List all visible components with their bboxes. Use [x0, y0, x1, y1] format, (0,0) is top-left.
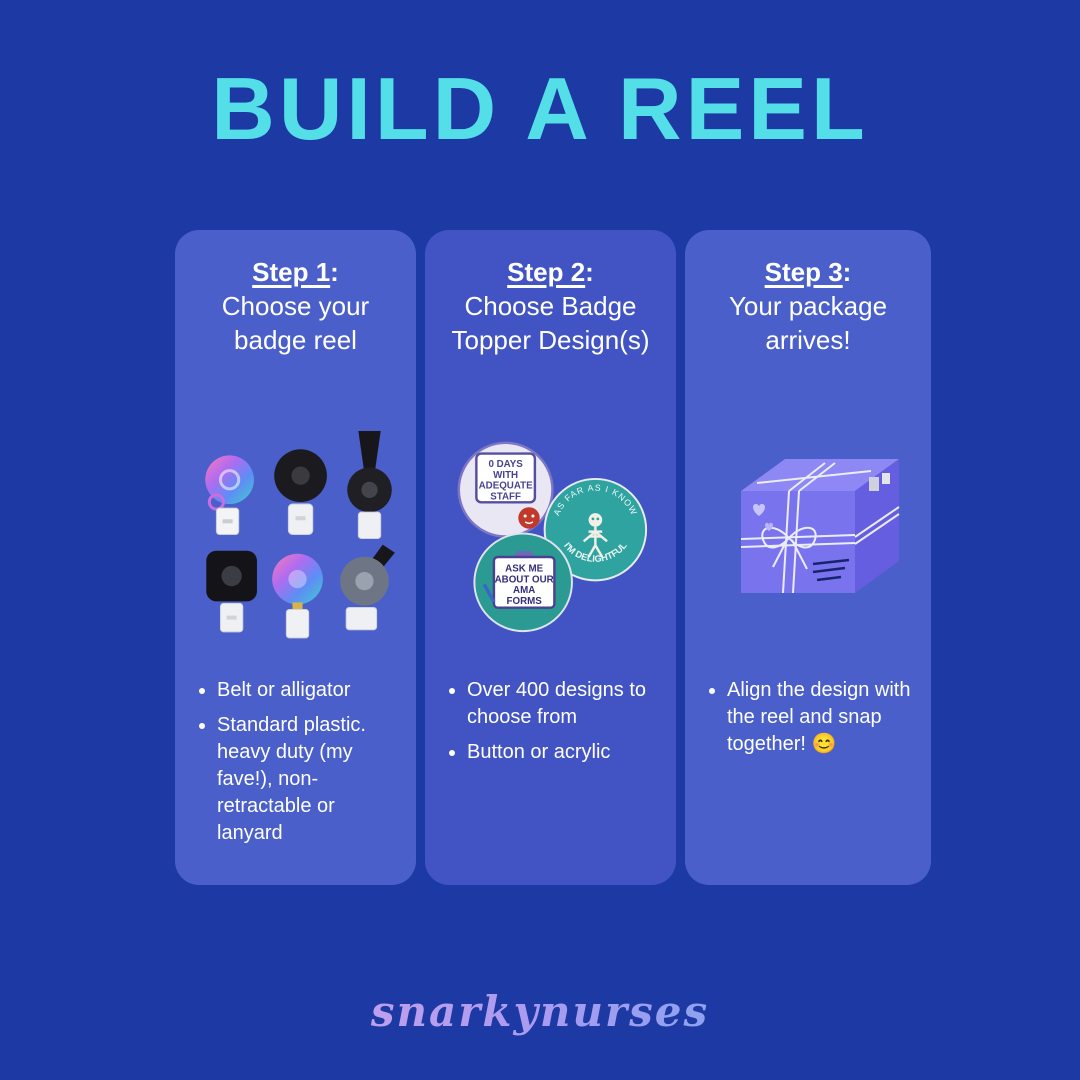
- step-2-label-text: Step 2: [507, 257, 586, 287]
- step-card-3: Step 3: Your package arrives!: [685, 230, 931, 885]
- step-3-label: Step 3:: [765, 257, 852, 287]
- pen-icon: [482, 582, 496, 603]
- list-item: Standard plastic. heavy duty (my fave!),…: [217, 712, 398, 847]
- step-2-art: 0 DAYS WITH ADEQUATE STAFF: [443, 408, 658, 663]
- list-item: Belt or alligator: [217, 677, 398, 704]
- badge-delightful: AS FAR AS I KNOW: [543, 477, 648, 581]
- badge-adequate-line: STAFF: [490, 491, 521, 502]
- list-item: Button or acrylic: [467, 739, 658, 766]
- package-hearts: [753, 504, 773, 531]
- step-2-label-colon: :: [585, 257, 594, 287]
- badge-adequate-staff: 0 DAYS WITH ADEQUATE STAFF: [457, 441, 554, 538]
- brand-signature: snarkynurses: [0, 987, 1080, 1036]
- step-3-label-colon: :: [842, 257, 852, 287]
- reel-black-top: [274, 448, 327, 535]
- step-2-bullets: Over 400 designs to choose from Button o…: [443, 677, 658, 774]
- badge-adequate-line: ADEQUATE: [479, 480, 533, 491]
- reel-rainbow-top: [205, 454, 254, 535]
- step-2-heading: Step 2: Choose Badge Topper Design(s): [443, 256, 658, 408]
- step-card-1: Step 1: Choose your badge reel: [175, 230, 416, 885]
- reel-rainbow-bottom: [272, 553, 323, 638]
- badge-toppers-illustration: 0 DAYS WITH ADEQUATE STAFF: [457, 441, 648, 632]
- badge-ama-line: FORMS: [507, 595, 543, 606]
- package-address-lines: [812, 558, 850, 582]
- step-1-heading: Step 1: Choose your badge reel: [193, 256, 398, 408]
- step-3-art: [703, 408, 913, 663]
- step-1-label: Step 1:: [252, 257, 339, 287]
- badge-ama-forms: ASK ME ABOUT OUR AMA FORMS: [473, 532, 573, 632]
- package-stamp: [869, 473, 890, 491]
- package-illustration: [740, 459, 900, 594]
- list-item: Align the design with the reel and snap …: [727, 677, 913, 758]
- badge-adequate-line: 0 DAYS: [488, 459, 523, 470]
- step-1-bullets: Belt or alligator Standard plastic. heav…: [193, 677, 398, 855]
- step-card-2: Step 2: Choose Badge Topper Design(s) 0 …: [425, 230, 676, 885]
- reel-square-black: [206, 550, 257, 632]
- reel-slate-strap: [340, 544, 395, 630]
- step-1-label-colon: :: [330, 257, 339, 287]
- badge-adequate-line: WITH: [493, 469, 518, 480]
- reel-lanyard: [347, 430, 392, 539]
- step-3-label-text: Step 3: [764, 257, 843, 287]
- page-title: BUILD A REEL: [211, 59, 869, 158]
- step-3-bullets: Align the design with the reel and snap …: [703, 677, 913, 766]
- list-item: Over 400 designs to choose from: [467, 677, 658, 731]
- tomato-character: [518, 506, 540, 529]
- step-1-art: [193, 408, 398, 663]
- package-ribbon: [740, 462, 900, 594]
- step-1-subheading: Choose your badge reel: [221, 290, 370, 355]
- badge-reels-illustration: [205, 430, 395, 638]
- badge-ama-line: AMA: [513, 585, 535, 596]
- step-1-label-text: Step 1: [252, 257, 331, 287]
- step-3-heading: Step 3: Your package arrives!: [703, 256, 913, 408]
- badge-ama-line: ASK ME: [505, 563, 543, 574]
- badge-ama-line: ABOUT OUR: [495, 574, 554, 585]
- skeleton-character: [582, 512, 608, 558]
- step-2-label: Step 2:: [507, 257, 594, 287]
- step-2-subheading: Choose Badge Topper Design(s): [451, 290, 650, 355]
- steps-row: Step 1: Choose your badge reel: [175, 230, 931, 885]
- step-3-subheading: Your package arrives!: [728, 290, 888, 355]
